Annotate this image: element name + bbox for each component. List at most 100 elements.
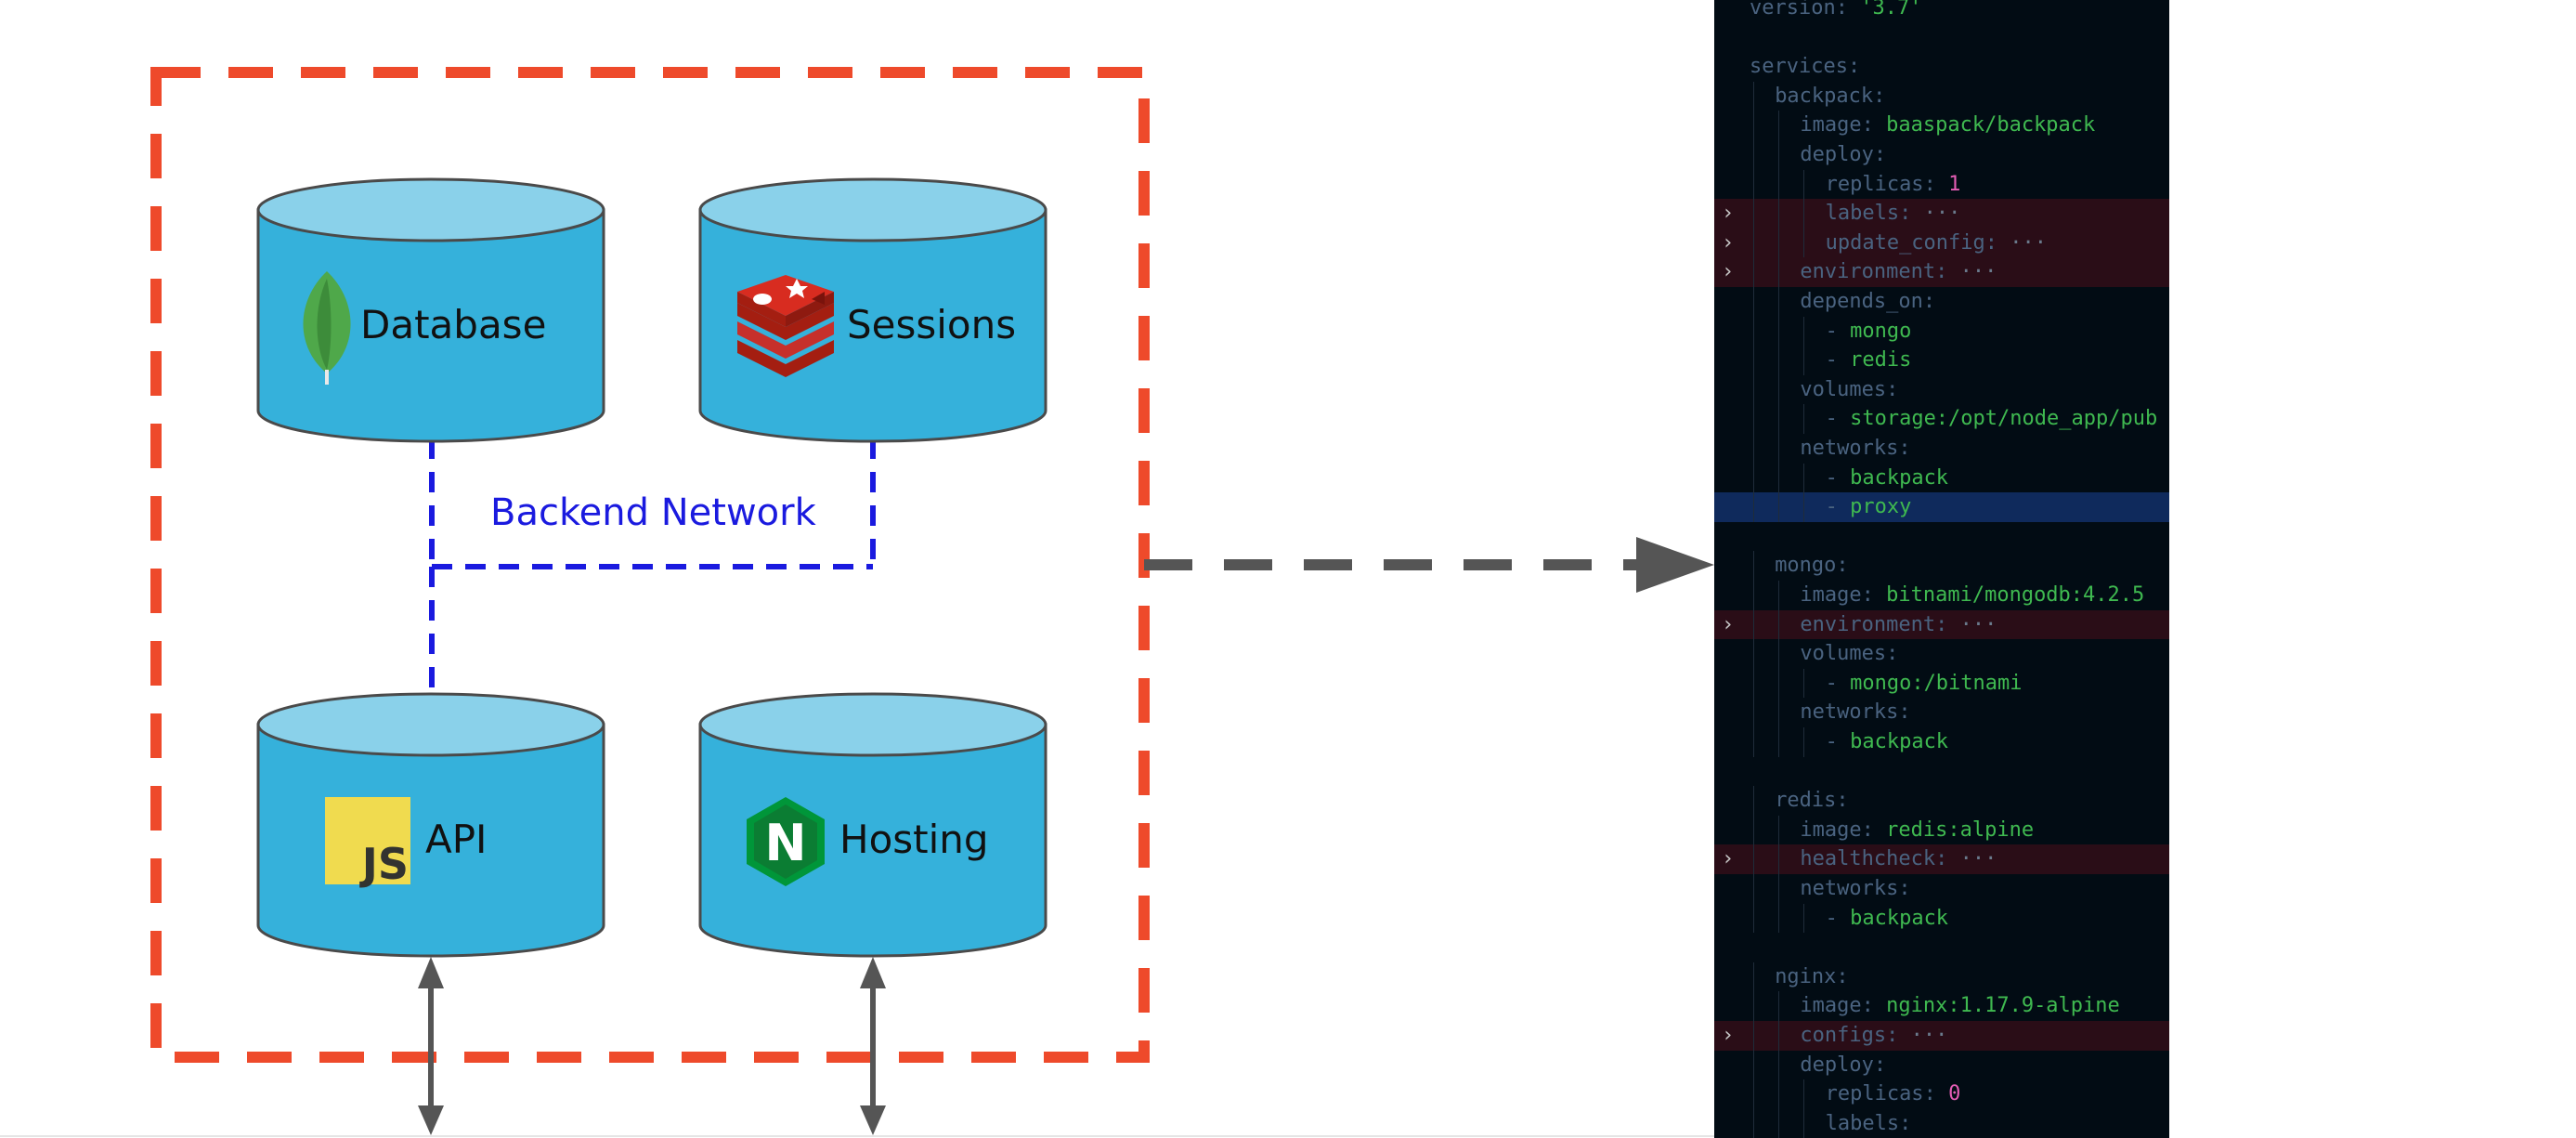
code-line[interactable]: redis: bbox=[1714, 786, 2169, 816]
code-line[interactable]: - backpack bbox=[1714, 463, 2169, 493]
code-line[interactable]: image: baaspack/backpack bbox=[1714, 111, 2169, 140]
database-node[interactable]: Database bbox=[256, 177, 605, 443]
code-text: - backpack bbox=[1826, 464, 1948, 493]
code-line[interactable]: replicas: 0 bbox=[1714, 1079, 2169, 1109]
indent-guide bbox=[1778, 581, 1780, 610]
fold-chevron-icon[interactable]: › bbox=[1722, 260, 1735, 284]
code-line[interactable]: networks: bbox=[1714, 874, 2169, 904]
code-text: deploy: bbox=[1800, 1051, 1898, 1080]
indent-guide bbox=[1753, 639, 1754, 669]
code-line[interactable]: networks: bbox=[1714, 698, 2169, 727]
yaml-key: healthcheck bbox=[1800, 847, 1936, 871]
code-line[interactable]: image: bitnami/mongodb:4.2.5 bbox=[1714, 581, 2169, 610]
indent-guide bbox=[1778, 140, 1780, 170]
yaml-key: image bbox=[1800, 818, 1862, 842]
cylinder-body bbox=[698, 208, 1047, 443]
code-line[interactable]: volumes: bbox=[1714, 374, 2169, 405]
docker-compose-code-panel[interactable]: version: '3.7' services: backpack: image:… bbox=[1714, 0, 2169, 1138]
fold-chevron-icon[interactable]: › bbox=[1722, 847, 1735, 871]
yaml-value: proxy bbox=[1850, 495, 1912, 519]
cylinder-top bbox=[256, 177, 605, 242]
code-line[interactable]: - mongo bbox=[1714, 316, 2169, 347]
yaml-colon: : bbox=[1861, 818, 1887, 842]
indent-guide bbox=[1778, 287, 1780, 317]
indent-guide bbox=[1803, 727, 1805, 757]
code-line[interactable]: deploy: bbox=[1714, 1050, 2169, 1080]
code-line[interactable]: - redis bbox=[1714, 346, 2169, 375]
code-line[interactable]: ›environment: ··· bbox=[1714, 609, 2169, 640]
code-text: version: '3.7' bbox=[1750, 0, 1921, 23]
yaml-value: '3.7' bbox=[1860, 0, 1922, 20]
hosting-node[interactable]: N Hosting bbox=[698, 692, 1047, 958]
sessions-label: Sessions bbox=[847, 302, 1016, 347]
code-line[interactable] bbox=[1714, 23, 2169, 53]
code-line[interactable]: volumes: bbox=[1714, 639, 2169, 669]
code-line[interactable]: - backpack bbox=[1714, 727, 2169, 757]
code-line[interactable] bbox=[1714, 933, 2169, 962]
code-line[interactable]: mongo: bbox=[1714, 551, 2169, 581]
code-line[interactable]: services: bbox=[1714, 52, 2169, 82]
code-line[interactable]: ›environment: ··· bbox=[1714, 257, 2169, 287]
code-line[interactable]: labels: bbox=[1714, 1108, 2169, 1138]
list-dash: - bbox=[1825, 465, 1851, 490]
code-text: - backpack bbox=[1826, 904, 1948, 934]
javascript-icon: JS bbox=[325, 797, 410, 889]
yaml-key: update_config bbox=[1825, 230, 1985, 255]
code-line[interactable]: deploy: bbox=[1714, 140, 2169, 170]
code-line[interactable]: image: nginx:1.17.9-alpine bbox=[1714, 991, 2169, 1021]
code-text: update_config: ··· bbox=[1826, 229, 2047, 258]
code-line[interactable]: › update_config: ··· bbox=[1714, 228, 2169, 258]
yaml-value: ··· bbox=[1959, 260, 1997, 284]
code-line[interactable]: depends_on: bbox=[1714, 287, 2169, 317]
indent-guide bbox=[1753, 609, 1754, 640]
yaml-value: redis bbox=[1850, 348, 1912, 373]
indent-guide bbox=[1803, 169, 1805, 200]
fold-chevron-icon[interactable]: › bbox=[1722, 612, 1735, 636]
cylinder-body bbox=[256, 723, 605, 958]
indent-guide bbox=[1778, 844, 1780, 874]
code-line[interactable]: - storage:/opt/node_app/pub bbox=[1714, 404, 2169, 434]
indent-guide bbox=[1778, 609, 1780, 640]
code-line[interactable]: ›labels: ··· bbox=[1714, 199, 2169, 229]
api-node[interactable]: JS API bbox=[256, 692, 605, 958]
redis-icon bbox=[737, 275, 834, 377]
yaml-key: mongo bbox=[1775, 554, 1837, 578]
yaml-colon: : bbox=[1836, 789, 1861, 813]
code-text: replicas: 1 bbox=[1826, 170, 1961, 200]
code-line[interactable]: - mongo:/bitnami bbox=[1714, 668, 2169, 699]
code-line[interactable] bbox=[1714, 522, 2169, 552]
yaml-key: deploy bbox=[1800, 143, 1874, 166]
code-line[interactable]: ›configs: ··· bbox=[1714, 1021, 2169, 1051]
yaml-colon: : bbox=[1847, 55, 1873, 79]
code-line[interactable]: networks: bbox=[1714, 434, 2169, 464]
code-line[interactable]: nginx: bbox=[1714, 961, 2169, 992]
yaml-value: ··· bbox=[1959, 612, 1997, 636]
code-text: labels: bbox=[1826, 1109, 1924, 1138]
yaml-value: 1 bbox=[1948, 172, 1961, 196]
indent-guide bbox=[1753, 492, 1754, 522]
code-line[interactable] bbox=[1714, 757, 2169, 787]
fold-chevron-icon[interactable]: › bbox=[1722, 202, 1735, 226]
code-line[interactable]: - proxy bbox=[1714, 492, 2169, 522]
yaml-colon: : bbox=[1898, 700, 1923, 725]
code-text: networks: bbox=[1800, 698, 1922, 727]
indent-guide bbox=[1753, 346, 1754, 375]
fold-chevron-icon[interactable]: › bbox=[1722, 230, 1735, 255]
code-line[interactable]: - backpack bbox=[1714, 903, 2169, 934]
code-line[interactable]: ›healthcheck: ··· bbox=[1714, 844, 2169, 874]
indent-guide bbox=[1778, 639, 1780, 669]
code-line[interactable]: version: '3.7' bbox=[1714, 0, 2169, 23]
code-line[interactable]: image: redis:alpine bbox=[1714, 815, 2169, 845]
fold-chevron-icon[interactable]: › bbox=[1722, 1024, 1735, 1047]
code-text: - mongo bbox=[1826, 317, 1912, 347]
code-line[interactable]: backpack: bbox=[1714, 81, 2169, 111]
indent-guide bbox=[1753, 1108, 1754, 1138]
yaml-key: backpack bbox=[1775, 84, 1874, 108]
list-dash: - bbox=[1825, 906, 1851, 930]
sessions-node[interactable]: Sessions bbox=[698, 177, 1047, 443]
indent-guide bbox=[1803, 228, 1805, 258]
indent-guide bbox=[1803, 668, 1805, 699]
code-text: - storage:/opt/node_app/pub bbox=[1826, 404, 2158, 434]
code-line[interactable]: replicas: 1 bbox=[1714, 169, 2169, 200]
indent-guide bbox=[1778, 463, 1780, 493]
